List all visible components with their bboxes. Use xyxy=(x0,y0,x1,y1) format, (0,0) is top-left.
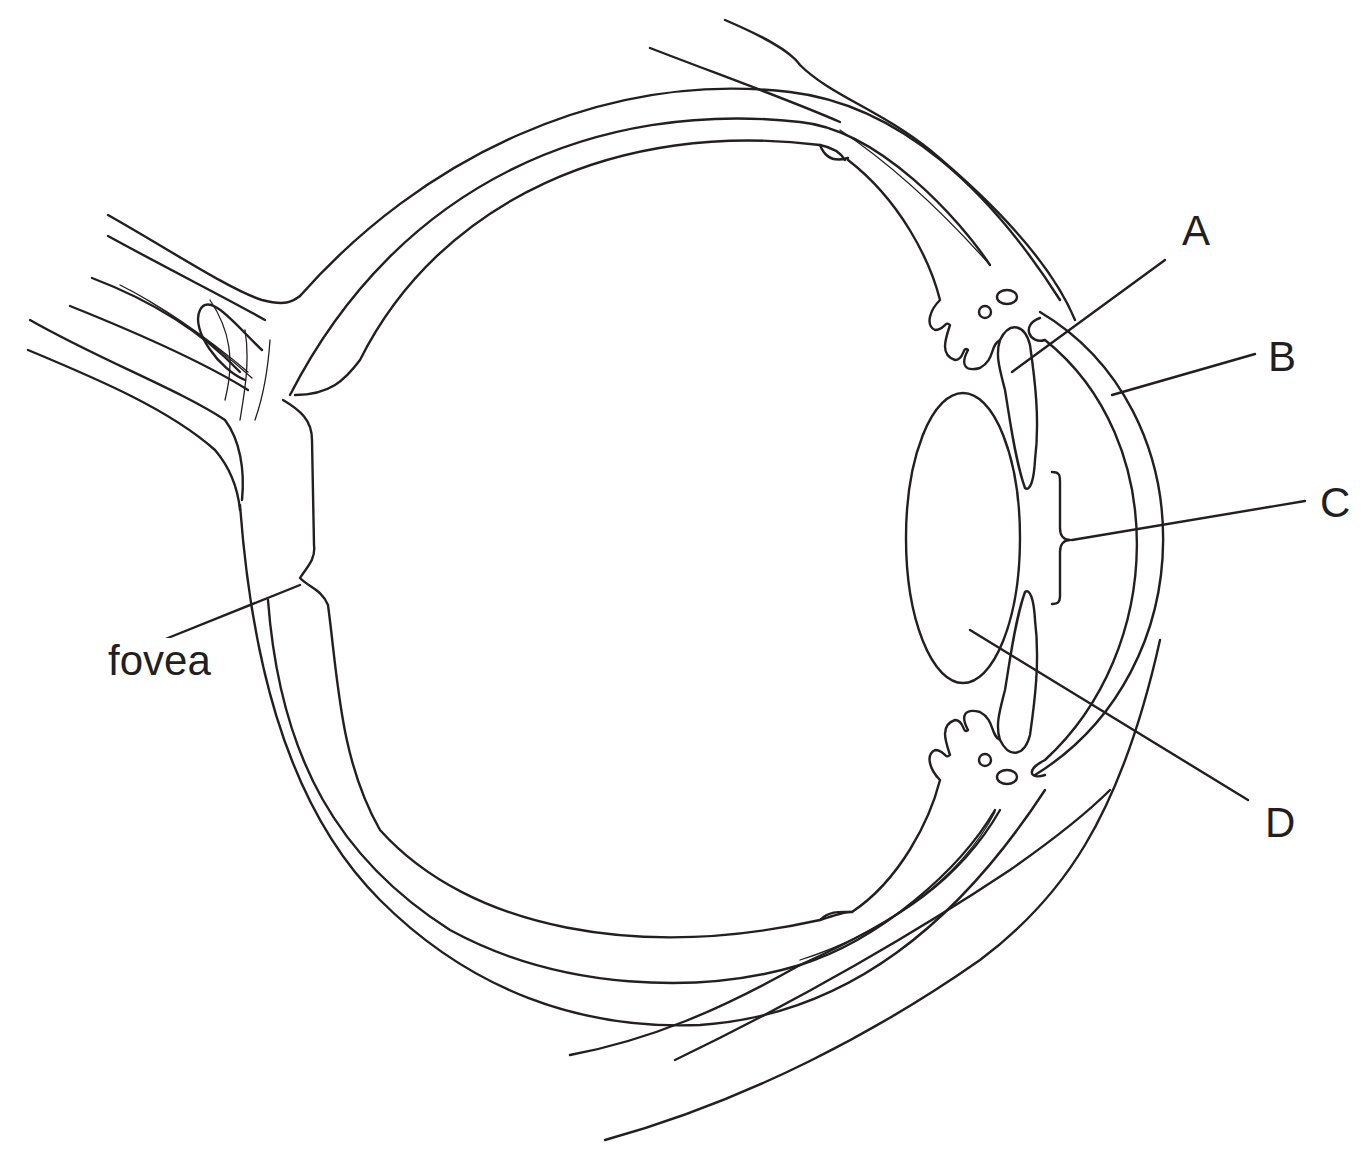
cornea xyxy=(1035,312,1163,775)
iris xyxy=(998,591,1037,752)
part-label: fovea xyxy=(106,638,213,684)
retina xyxy=(295,140,845,395)
optic-sheath xyxy=(198,305,262,380)
retina-edge xyxy=(820,145,852,920)
optic-nerve-fibre xyxy=(120,285,270,420)
leader-line xyxy=(1012,260,1165,372)
optic-nerve xyxy=(108,215,300,303)
optic-nerve xyxy=(70,306,248,390)
optic-nerve xyxy=(108,236,265,320)
choroid xyxy=(268,600,995,983)
cornea xyxy=(1029,318,1137,776)
ciliary-body xyxy=(848,160,1000,369)
sclera xyxy=(240,505,1045,1025)
leader-line xyxy=(970,630,1248,800)
pupil-bracket xyxy=(1052,472,1070,604)
muscle xyxy=(605,640,1160,1140)
canal xyxy=(997,290,1017,304)
ciliary-body xyxy=(852,711,1000,912)
muscle xyxy=(675,790,1110,1060)
canal xyxy=(979,306,991,318)
muscle xyxy=(570,965,800,1055)
callout-letter: A xyxy=(1180,208,1212,254)
optic-nerve xyxy=(30,320,243,500)
muscle xyxy=(800,810,1000,965)
retina xyxy=(283,400,850,937)
muscle xyxy=(650,48,840,122)
conjunctiva xyxy=(800,130,995,960)
callout-letter: C xyxy=(1318,480,1352,526)
iris xyxy=(998,327,1037,488)
lens xyxy=(906,393,1020,683)
callout-letter: D xyxy=(1263,800,1297,846)
canal xyxy=(997,770,1017,784)
optic-nerve xyxy=(28,350,240,510)
leader-line xyxy=(1112,354,1255,395)
callout-letter: B xyxy=(1266,334,1298,380)
leader-line xyxy=(1072,501,1305,540)
muscle xyxy=(725,20,1075,320)
choroid xyxy=(290,118,990,395)
leader-line xyxy=(158,585,300,642)
canal xyxy=(979,754,991,766)
